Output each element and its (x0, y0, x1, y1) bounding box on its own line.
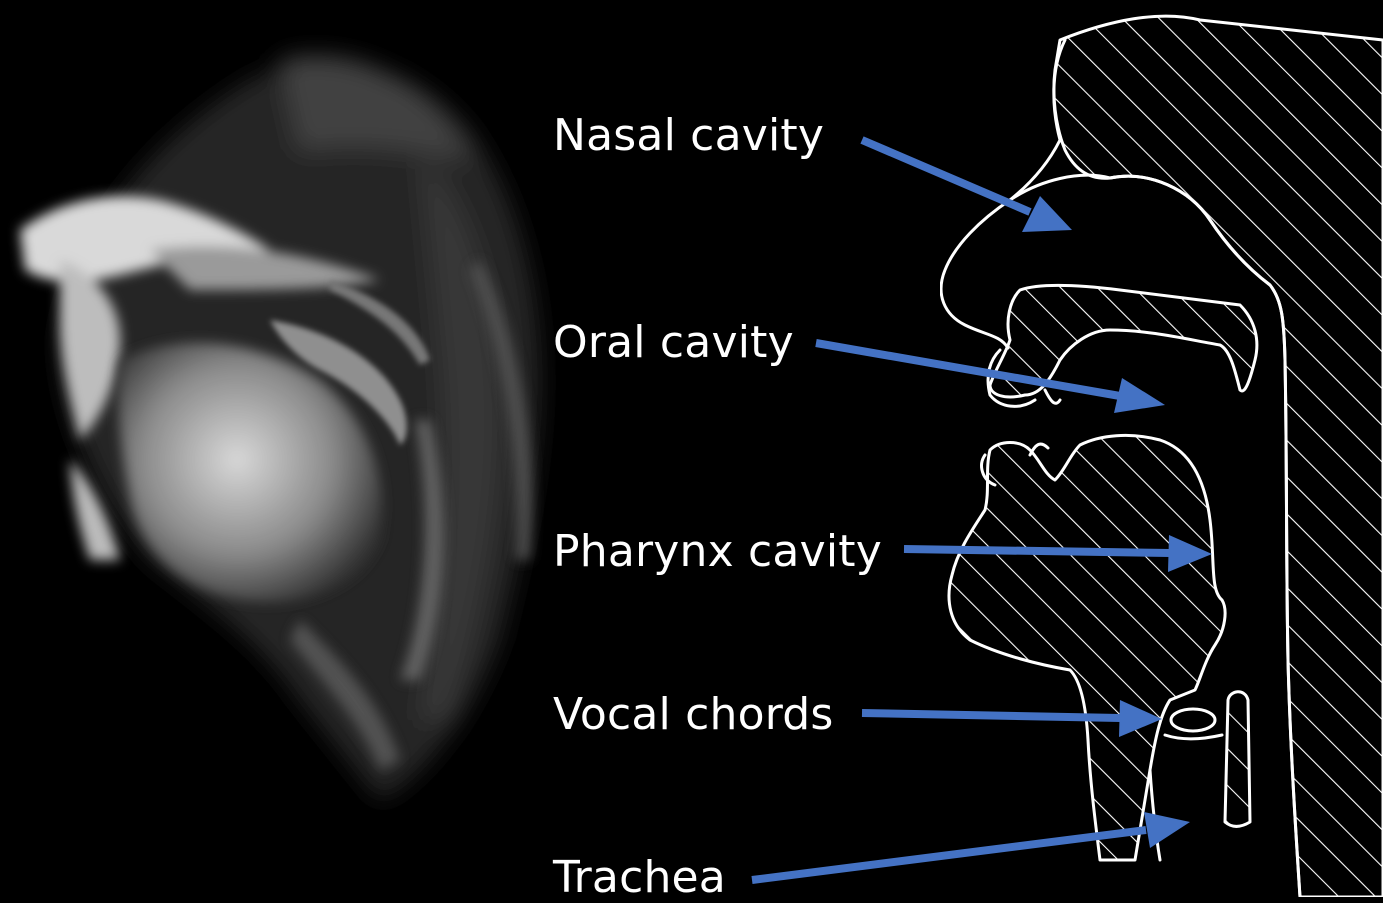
arrow-trachea (752, 830, 1146, 880)
arrow-nasal-head (1022, 196, 1072, 232)
vocal-fold-shape (1171, 709, 1215, 731)
label-vocal-chords: Vocal chords (553, 693, 834, 737)
tongue-shape (949, 435, 1225, 860)
arrow-pharynx (904, 549, 1170, 553)
label-trachea: Trachea (553, 856, 726, 900)
label-pharynx-cavity: Pharynx cavity (553, 530, 882, 574)
arrow-nasal (862, 140, 1030, 212)
label-oral-cavity: Oral cavity (553, 321, 794, 365)
arrow-oral (816, 343, 1120, 396)
arytenoid-shape (1225, 692, 1250, 827)
arrow-oral-head (1114, 378, 1165, 413)
arrow-trachea-head (1144, 812, 1190, 848)
label-nasal-cavity: Nasal cavity (553, 114, 824, 158)
arrow-vocal (862, 713, 1120, 718)
